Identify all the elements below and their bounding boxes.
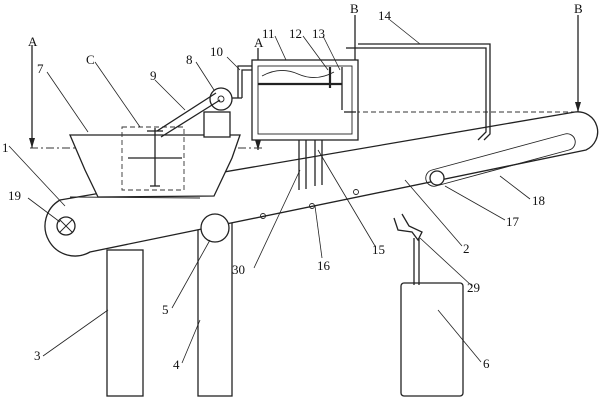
weight-bracket: [393, 213, 423, 242]
section-b-left-label: B: [350, 1, 359, 16]
section-a-right-label: A: [254, 35, 264, 50]
callout-18: 18: [532, 193, 545, 208]
pipe-10-inner: [237, 65, 258, 98]
callout-1: 1: [2, 140, 9, 155]
inclined-frame: [44, 111, 599, 257]
bolt-16b: [309, 203, 315, 209]
callout-16: 16: [317, 258, 331, 273]
callout-3: 3: [34, 348, 41, 363]
callout-c: C: [86, 52, 95, 67]
callout-7: 7: [37, 61, 44, 76]
callout-29: 29: [467, 280, 480, 295]
bolt-16c: [353, 189, 359, 195]
section-a-left: A: [28, 34, 38, 148]
frame-top-line: [69, 196, 201, 199]
callout-4: 4: [173, 357, 180, 372]
section-b-right: B: [574, 1, 583, 112]
callout-12: 12: [289, 26, 302, 41]
callout-30: 30: [232, 262, 245, 277]
left-leg: [106, 249, 144, 397]
callout-2: 2: [463, 241, 470, 256]
tank-inner: [257, 65, 353, 135]
slider-pin: [429, 170, 445, 186]
callout-9: 9: [150, 68, 157, 83]
callout-17: 17: [506, 214, 520, 229]
callout-15: 15: [372, 242, 385, 257]
pipe-14-inner: [358, 43, 491, 141]
callout-13: 13: [312, 26, 325, 41]
bolt-16a: [260, 213, 266, 219]
slide-slot: [425, 133, 576, 187]
callout-10: 10: [210, 44, 223, 59]
callout-14: 14: [378, 8, 392, 23]
detail-c-box: [121, 126, 185, 191]
callout-8: 8: [186, 52, 193, 67]
callout-11: 11: [262, 26, 275, 41]
callout-19: 19: [8, 188, 21, 203]
section-a-left-label: A: [28, 34, 38, 49]
tank-wave: [261, 70, 335, 78]
arm-9-a: [156, 92, 217, 132]
roller-5: [200, 213, 230, 243]
leader-lines: [8, 19, 531, 364]
tank-11: [251, 59, 359, 141]
arm-9-b: [160, 99, 221, 138]
callout-5: 5: [162, 302, 169, 317]
pipe-14: [358, 47, 487, 141]
weight-block: [400, 282, 464, 397]
motor-hub: [217, 95, 225, 103]
motor-base: [203, 111, 231, 138]
section-b-right-label: B: [574, 1, 583, 16]
motor-8: [209, 87, 233, 111]
callout-6: 6: [483, 356, 490, 371]
left-pivot-mark-2: [59, 219, 73, 233]
